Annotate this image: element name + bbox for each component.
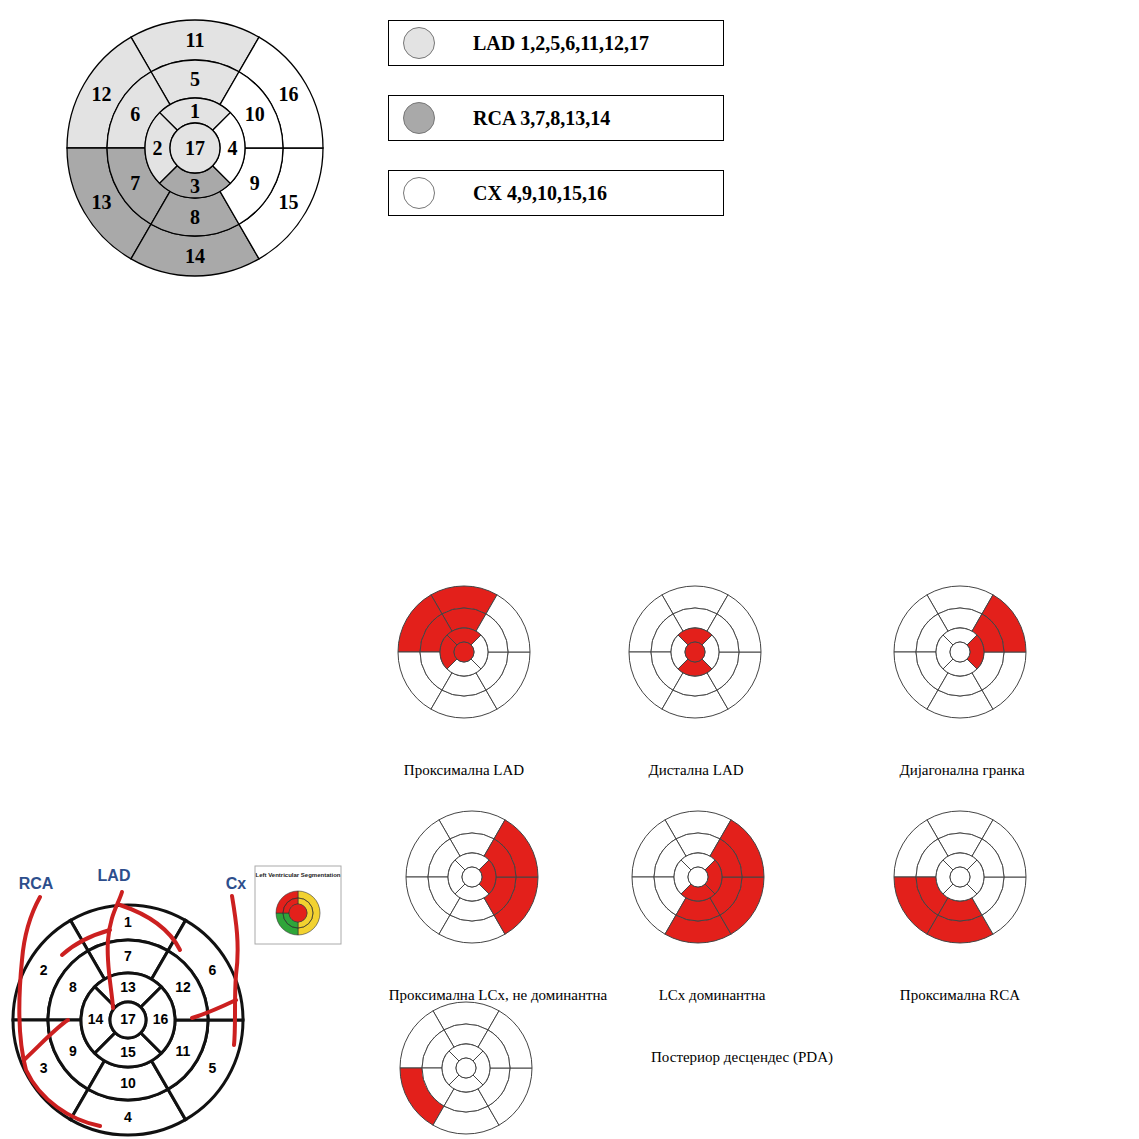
segment-number: 16 [279,83,299,105]
caption: Проксимална LAD [404,762,524,779]
segment-number: 1 [122,915,134,930]
segment-number: 6 [130,103,140,125]
segment-number: 14 [185,245,205,267]
segment-number: 15 [279,191,299,213]
vessel-label: Cx [226,875,246,893]
legend-swatch [403,177,435,209]
occlusion-bullseye [894,586,1026,718]
segment [170,123,220,173]
segment [950,642,970,662]
legend-text: RCA 3,7,8,13,14 [473,107,610,130]
lad-branch [62,930,110,955]
image-title: Left Ventricular Segmentation [255,872,340,879]
cx-vessel [232,896,238,1045]
caption: Дистална LAD [648,762,743,779]
segment [110,1002,146,1038]
bullseye-group [13,20,1026,1135]
territory-bullseye [67,20,323,276]
occlusion-bullseye [894,811,1026,943]
segment-number: 6 [207,964,219,979]
segment-number: 5 [207,1061,219,1076]
segment-number: 9 [67,1044,79,1059]
segment [950,867,970,887]
lad-branch [120,905,180,950]
segment [456,1058,476,1078]
segment-number: 14 [86,1012,106,1027]
segment-number: 15 [118,1045,138,1060]
segment-number: 13 [118,980,138,995]
segment-number: 11 [174,1044,193,1059]
segment [688,867,708,887]
occlusion-bullseye [400,1002,532,1134]
legend-text: LAD 1,2,5,6,11,12,17 [473,32,649,55]
segment-number: 9 [250,172,260,194]
segment [685,642,705,662]
segment-number: 12 [91,83,111,105]
segment-number: 7 [130,172,140,194]
segment-number: 4 [122,1110,134,1125]
segment-number: 10 [245,103,265,125]
segment-number: 10 [118,1076,138,1091]
caption: Проксимална LCx, не доминантна [389,987,607,1004]
caption: LCx доминантна [659,987,766,1004]
vessel-label: LAD [98,867,131,885]
caption: Проксимална RCA [900,987,1020,1004]
segment-number: 12 [173,981,193,996]
segment-number: 7 [122,949,134,964]
rca-branch [24,1020,68,1060]
segment-number: 11 [186,29,205,51]
legend-text: CX 4,9,10,15,16 [473,182,607,205]
segment-number: 4 [228,137,238,159]
segment-number: 3 [38,1061,50,1076]
segment-number: 3 [190,175,200,197]
segment-number: 1 [190,100,200,122]
segment-number: 5 [190,68,200,90]
segment-number: 2 [38,964,50,979]
segment-number: 2 [153,137,163,159]
vessel-label: RCA [19,875,54,893]
segment-number: 16 [151,1012,171,1027]
occlusion-bullseye [406,811,538,943]
occlusion-bullseye [398,586,530,718]
segment-number: 13 [91,191,111,213]
legend-entry: RCA 3,7,8,13,14 [388,95,724,141]
cx-branch [192,1000,236,1018]
thumbnail-apex [289,904,307,922]
thumbnail-bullseye [276,891,320,935]
caption: Дијагонална гранка [899,762,1024,779]
segment [462,867,482,887]
legend-swatch [403,27,435,59]
legend-entry: CX 4,9,10,15,16 [388,170,724,216]
segment-number: 17 [185,137,205,159]
occlusion-bullseye [632,811,764,943]
segment-number: 8 [67,981,79,996]
occlusion-bullseye [629,586,761,718]
segment [454,642,474,662]
legend-swatch [403,102,435,134]
thumbnail-frame [255,866,341,944]
caption: Постериор десцендес (PDA) [651,1049,833,1066]
segment-number: 8 [190,206,200,228]
legend-entry: LAD 1,2,5,6,11,12,17 [388,20,724,66]
segment-number: 17 [118,1012,138,1027]
coronary-vessels [19,892,237,1126]
thumbnail-ring [283,898,313,928]
